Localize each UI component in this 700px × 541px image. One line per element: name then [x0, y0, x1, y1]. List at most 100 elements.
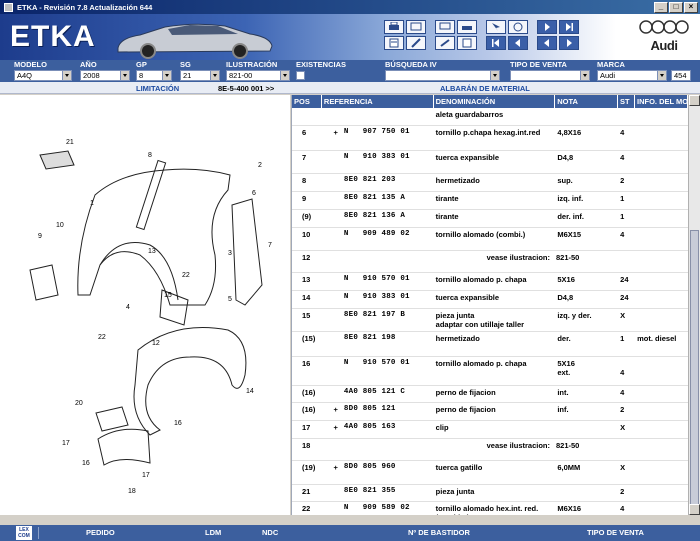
prev-button[interactable]: [508, 36, 528, 50]
edit-button[interactable]: [406, 36, 426, 50]
callout-22[interactable]: 22: [98, 334, 106, 341]
col-pos[interactable]: POS: [292, 95, 322, 108]
chevron-down-icon[interactable]: [280, 71, 289, 80]
chevron-down-icon[interactable]: [657, 71, 666, 80]
busqueda-select[interactable]: [385, 70, 500, 81]
callout-16[interactable]: 16: [174, 420, 182, 427]
col-denominacion[interactable]: DENOMINACIÓN: [434, 95, 556, 108]
chevron-down-icon[interactable]: [62, 71, 71, 80]
callout-8[interactable]: 8: [148, 152, 152, 159]
close-button[interactable]: ×: [684, 2, 698, 13]
col-st[interactable]: ST: [618, 95, 636, 108]
tipo-venta-select[interactable]: [510, 70, 590, 81]
callout-19[interactable]: 20: [75, 400, 83, 407]
pedido-button[interactable]: PEDIDO: [86, 528, 115, 537]
callout-17b[interactable]: 17: [142, 472, 150, 479]
col-nota[interactable]: NOTA: [555, 95, 619, 108]
callout-2[interactable]: 2: [258, 162, 262, 169]
tipo-venta-button[interactable]: TIPO DE VENTA: [587, 528, 644, 537]
ilustracion-select[interactable]: 821-00: [226, 70, 290, 81]
callout-18[interactable]: 18: [128, 488, 136, 495]
forward-button[interactable]: [559, 36, 579, 50]
callout-20[interactable]: 21: [66, 139, 74, 146]
callout-21[interactable]: 22: [182, 272, 190, 279]
list-button[interactable]: [384, 36, 404, 50]
gp-select[interactable]: 8: [136, 70, 172, 81]
scroll-up-arrow-icon[interactable]: [689, 95, 700, 106]
ldm-button[interactable]: LDM: [205, 528, 222, 537]
modelo-select[interactable]: A4Q: [14, 70, 72, 81]
callout-12[interactable]: 12: [152, 340, 160, 347]
screen-button[interactable]: [406, 20, 426, 34]
help-button[interactable]: [508, 20, 528, 34]
callout-4[interactable]: 4: [126, 304, 130, 311]
callout-10[interactable]: 10: [56, 222, 64, 229]
callout-9[interactable]: 9: [38, 233, 42, 240]
albaran-link[interactable]: ALBARÁN DE MATERIAL: [440, 84, 530, 93]
cell-marker: [322, 332, 342, 356]
network-button[interactable]: [435, 20, 455, 34]
marca-select[interactable]: Audi: [597, 70, 667, 81]
ano-select[interactable]: 2008: [80, 70, 130, 81]
notes-button[interactable]: [457, 36, 477, 50]
callout-15[interactable]: 15: [164, 292, 172, 299]
next-button[interactable]: [537, 20, 557, 34]
first-button[interactable]: [486, 36, 506, 50]
scroll-down-arrow-icon[interactable]: [689, 504, 700, 515]
chevron-down-icon[interactable]: [580, 71, 589, 80]
ndc-button[interactable]: NDC: [262, 528, 279, 537]
back-button[interactable]: [537, 36, 557, 50]
col-referencia[interactable]: REFERENCIA: [322, 95, 434, 108]
callout-1[interactable]: 1: [90, 200, 94, 207]
callout-13[interactable]: 13: [148, 248, 156, 255]
bastidor-button[interactable]: Nº DE BASTIDOR: [408, 528, 470, 537]
tools-button[interactable]: [435, 36, 455, 50]
table-scrollbar[interactable]: [688, 95, 700, 515]
last-button[interactable]: [559, 20, 579, 34]
callout-7[interactable]: 7: [268, 242, 272, 249]
cell-denominacion: hermetizado: [435, 176, 480, 185]
callout-14[interactable]: 14: [246, 388, 254, 395]
callout-16b[interactable]: 16: [82, 460, 90, 467]
sg-select[interactable]: 21: [180, 70, 220, 81]
chevron-down-icon[interactable]: [490, 71, 499, 80]
chevron-down-icon[interactable]: [162, 71, 171, 80]
col-info[interactable]: INFO. DEL MODELO: [637, 95, 688, 108]
chevron-down-icon[interactable]: [120, 71, 129, 80]
callout-6[interactable]: 6: [252, 190, 256, 197]
callout-5[interactable]: 5: [228, 296, 232, 303]
pointer-button[interactable]: [486, 20, 506, 34]
limitacion-link[interactable]: LIMITACIÓN: [136, 84, 180, 93]
print-button[interactable]: [384, 20, 404, 34]
maximize-button[interactable]: □: [669, 2, 683, 13]
callout-17[interactable]: 17: [62, 440, 70, 447]
existencias-checkbox[interactable]: [296, 71, 305, 80]
cell-pos: 9: [302, 194, 307, 203]
chevron-down-icon[interactable]: [210, 71, 219, 80]
table-row[interactable]: aleta guardabarros: [292, 108, 688, 126]
scroll-thumb[interactable]: [690, 230, 699, 505]
minimize-button[interactable]: _: [654, 2, 668, 13]
callout-3[interactable]: 3: [228, 250, 232, 257]
car-button[interactable]: [457, 20, 477, 34]
parts-illustration[interactable]: 21 8 1 2 6 10 9 3 7 13 22 5 4 15 22 12 1…: [0, 95, 290, 515]
